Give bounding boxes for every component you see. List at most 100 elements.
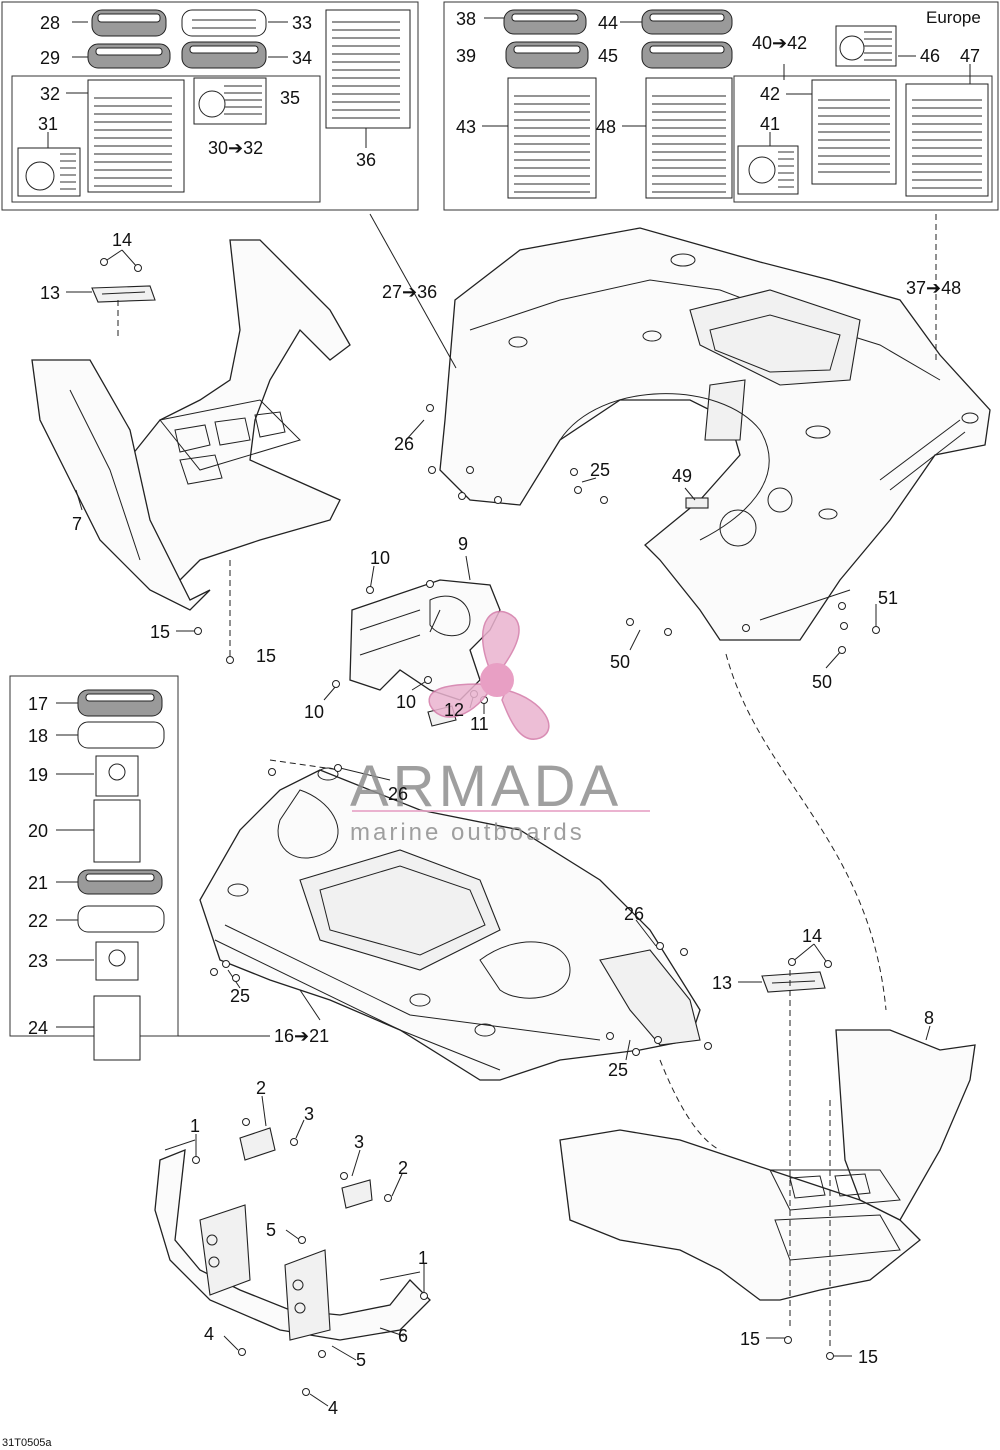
fastener-icon (600, 496, 608, 504)
callout: 28 (40, 13, 60, 33)
callout: 25 (230, 986, 250, 1006)
logo-hub (480, 663, 514, 697)
callout: 22 (28, 911, 48, 931)
callout: 12 (444, 700, 464, 720)
right-footrest-assembly (559, 971, 976, 1301)
callout: 8 (924, 1008, 934, 1028)
callout: 36 (356, 150, 376, 170)
decal-35 (193, 77, 267, 125)
callout: 13 (712, 973, 732, 993)
callout: 48 (596, 117, 616, 137)
fastener-icon (654, 1036, 662, 1044)
fastener-icon (290, 1138, 298, 1146)
callout: 9 (458, 534, 468, 554)
left-mud-guard-7 (31, 359, 211, 611)
fastener-icon (704, 1042, 712, 1050)
callout: 2 (256, 1078, 266, 1098)
callout: 50 (812, 672, 832, 692)
armada-watermark: ARMADA marine outboards (350, 610, 650, 846)
callout: 37➔48 (906, 278, 961, 298)
fastener-icon (268, 768, 276, 776)
callout: 42 (760, 84, 780, 104)
callout: 4 (328, 1398, 338, 1418)
front-storage (299, 849, 501, 971)
callout: 24 (28, 1018, 48, 1038)
clamp-left (239, 1127, 276, 1161)
callout: 13 (40, 283, 60, 303)
fastener-icon (570, 468, 578, 476)
logo-petal-right (501, 689, 550, 740)
decal-41 (737, 145, 799, 195)
fastener-icon (838, 602, 846, 610)
fastener-icon (318, 1350, 326, 1358)
callout: 40➔42 (752, 33, 807, 53)
region-label: Europe (926, 8, 981, 27)
decal-24 (93, 995, 141, 1061)
callout: 46 (920, 46, 940, 66)
callout: 11 (470, 714, 489, 734)
fastener-icon (192, 1156, 200, 1164)
fastener-icon (656, 942, 664, 950)
callout: 26 (624, 904, 644, 924)
fastener-icon (420, 1292, 428, 1300)
fastener-icon (100, 258, 108, 266)
callout: 5 (356, 1350, 366, 1370)
fastener-icon (632, 1048, 640, 1056)
callout: 3 (304, 1104, 314, 1124)
callout: 15 (256, 646, 276, 666)
callout: 33 (292, 13, 312, 33)
fastener-icon (340, 1172, 348, 1180)
callout: 25 (608, 1060, 628, 1080)
decal-19 (95, 755, 139, 797)
diagram-code: 31T0505a (2, 1437, 52, 1449)
fastener-icon (298, 1236, 306, 1244)
left-footrest-assembly (31, 239, 351, 611)
bracket-left (199, 1204, 251, 1296)
fastener-icon (334, 764, 342, 772)
fastener-icon (872, 626, 880, 634)
logo-petal-top (481, 610, 520, 671)
fastener-icon (784, 1336, 792, 1344)
fastener-icon (426, 404, 434, 412)
fastener-icon (238, 1348, 246, 1356)
callout: 43 (456, 117, 476, 137)
fastener-icon (466, 466, 474, 474)
bracket-right (284, 1249, 331, 1341)
fastener-icon (606, 1032, 614, 1040)
watermark-tagline: marine outboards (350, 819, 585, 846)
fastener-icon (664, 628, 672, 636)
callout: 30➔32 (208, 138, 263, 158)
callout: 16➔21 (274, 1026, 329, 1046)
callout: 45 (598, 46, 618, 66)
callout: 5 (266, 1220, 276, 1240)
fastener-icon (194, 627, 202, 635)
callout: 27➔36 (382, 282, 437, 302)
callout: 21 (28, 873, 48, 893)
callout: 1 (190, 1116, 200, 1136)
fastener-icon (226, 656, 234, 664)
decal-box-europe (443, 1, 999, 211)
front-fender-assembly (199, 767, 701, 1081)
fastener-icon (302, 1388, 310, 1396)
decal-box-left (1, 1, 419, 211)
callout: 41 (760, 114, 780, 134)
fastener-icon (742, 624, 750, 632)
callout: 25 (590, 460, 610, 480)
decal-18 (77, 721, 165, 749)
fastener-icon (826, 1352, 834, 1360)
callout: 15 (740, 1329, 760, 1349)
fastener-icon (840, 622, 848, 630)
decal-33 (181, 9, 267, 37)
rear-fender-assembly (439, 227, 991, 641)
right-footrest (559, 1129, 921, 1301)
callout: 7 (72, 514, 82, 534)
callout: 10 (396, 692, 416, 712)
logo-petal-left (428, 683, 492, 718)
rear-latch (704, 379, 746, 441)
decal-31 (17, 147, 81, 197)
fasteners (100, 258, 880, 1396)
front-fender-side (599, 949, 701, 1046)
fastener-icon (366, 586, 374, 594)
callout: 19 (28, 765, 48, 785)
callout: 3 (354, 1132, 364, 1152)
